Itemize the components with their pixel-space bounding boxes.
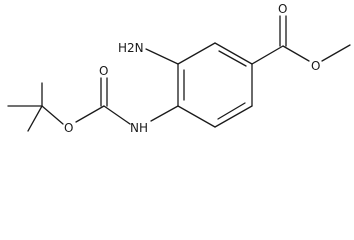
amino-label: H2N: [118, 41, 144, 55]
carbamate-ester-oxygen-label: O: [64, 121, 73, 135]
ester-c-o-single-bond: [282, 45, 310, 62]
carbamate-c-o-single-bond: [75, 105, 105, 123]
chemical-structure: H2N NH O O O O: [7, 2, 351, 135]
ring-ester-bond: [251, 45, 284, 65]
o-tbutyl-bond: [41, 105, 64, 125]
benzene-ring: [177, 42, 253, 128]
nh-label: NH: [130, 121, 148, 135]
ester-carbonyl-oxygen-label: O: [278, 2, 287, 16]
ring-bond: [177, 42, 216, 65]
o-methyl-bond: [321, 44, 351, 62]
ring-bond: [214, 105, 253, 128]
nh-carbonyl-bond: [103, 105, 131, 125]
amino-bond: [145, 48, 179, 65]
ring-double-bond: [217, 102, 246, 120]
ring-double-bond: [218, 50, 247, 67]
nh-bond: [150, 105, 179, 122]
carbamate-carbonyl-oxygen-label: O: [99, 64, 108, 78]
tbutyl-methyl-bond: [27, 105, 43, 132]
ester-oxygen-label: O: [311, 59, 320, 73]
ring-bond: [177, 105, 216, 128]
ring-bond: [214, 42, 253, 65]
